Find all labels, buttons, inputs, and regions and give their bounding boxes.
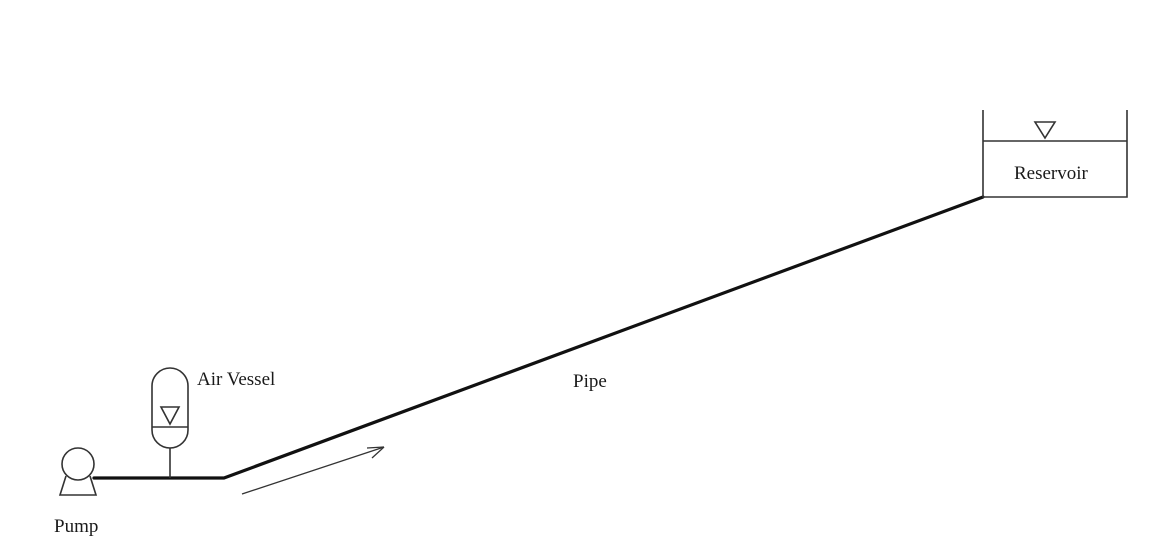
pump-base [58, 475, 98, 496]
air-vessel [151, 367, 189, 478]
reservoir [982, 110, 1128, 198]
reservoir-level-icon [1033, 121, 1057, 140]
flow-arrow-icon [241, 446, 385, 495]
pump-label: Pump [54, 516, 98, 537]
pipe-line [92, 195, 985, 480]
reservoir-walls [982, 110, 1128, 198]
air-vessel-level-icon [159, 406, 181, 426]
pump-casing [61, 447, 95, 481]
pump [58, 447, 98, 496]
reservoir-label: Reservoir [1014, 163, 1089, 184]
air-vessel-label: Air Vessel [197, 369, 275, 390]
pipe-label: Pipe [573, 371, 607, 392]
air-vessel-body [151, 367, 189, 449]
